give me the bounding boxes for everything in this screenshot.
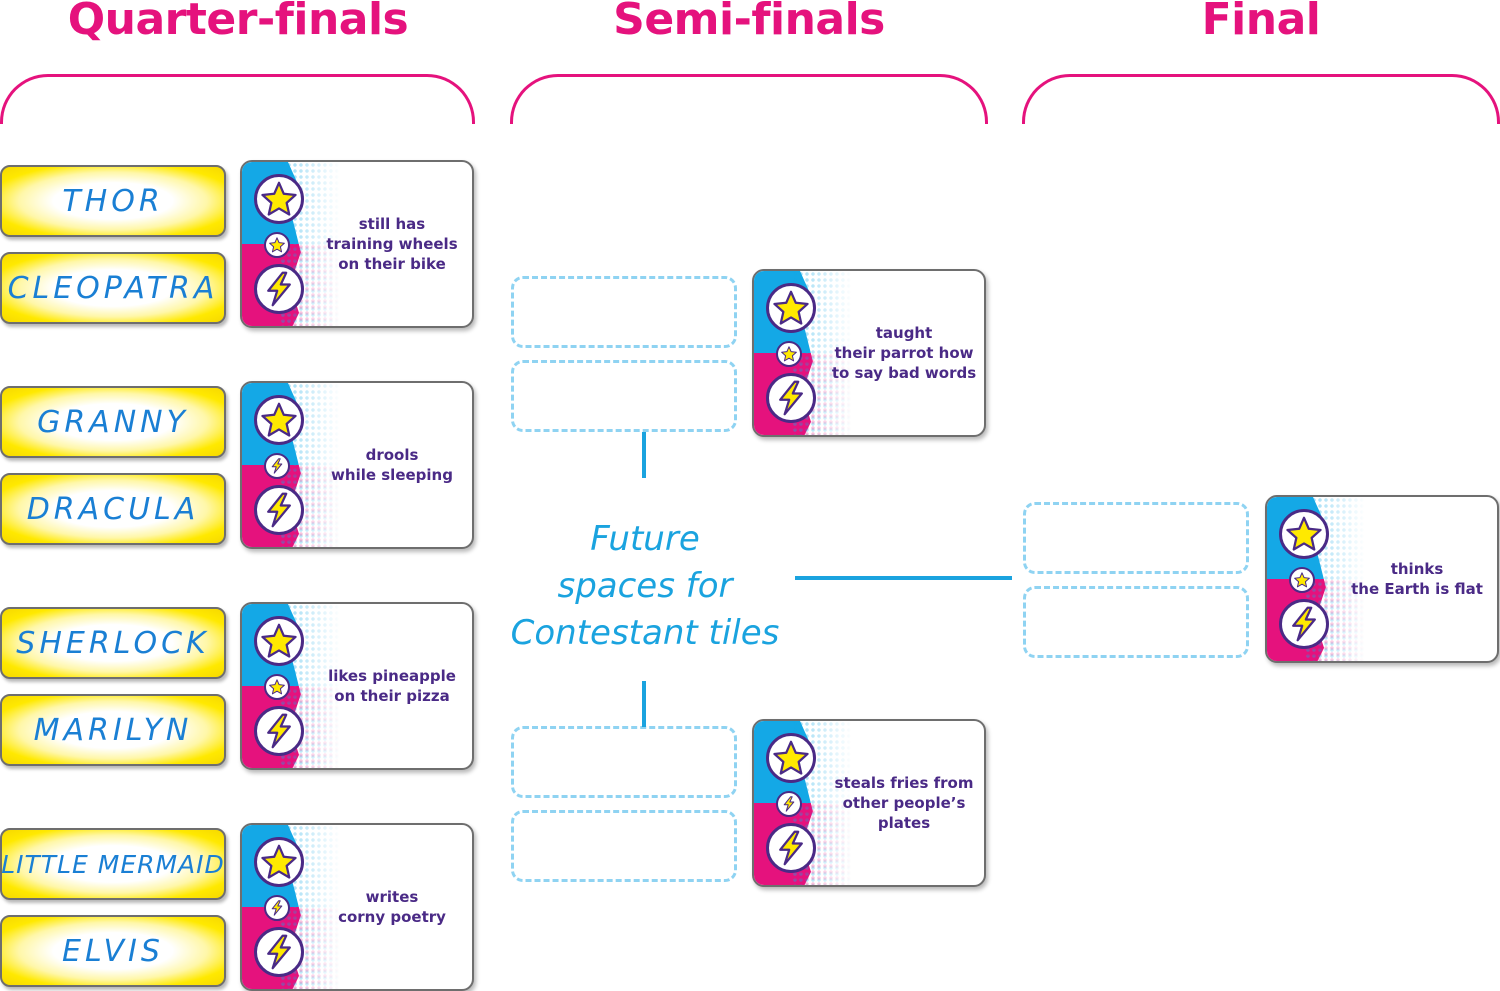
- contestant-tile-thor[interactable]: THOR: [0, 165, 226, 237]
- contestant-slot-semifinal-4[interactable]: [511, 810, 737, 882]
- trait-text: writes corny poetry: [338, 888, 446, 926]
- trait-text: thinks the Earth is flat: [1351, 560, 1483, 598]
- lightning-icon: [264, 895, 290, 921]
- trait-card-quarterfinal-1[interactable]: still has training wheels on their bike: [240, 160, 474, 328]
- heading-quarterfinals: Quarter-finals: [67, 0, 409, 45]
- contestant-name: CLEOPATRA: [7, 270, 219, 306]
- trait-card-semifinal-2[interactable]: steals fries from other people’s plates: [752, 719, 986, 887]
- future-spaces-label: Future spaces for Contestant tiles: [510, 519, 780, 653]
- heading-final: Final: [1201, 0, 1321, 45]
- contestant-slot-semifinal-2[interactable]: [511, 360, 737, 432]
- contestant-tile-sherlock[interactable]: SHERLOCK: [0, 607, 226, 679]
- bracket-final: [1022, 74, 1500, 124]
- contestant-slot-final-2[interactable]: [1023, 586, 1249, 658]
- contestant-name: DRACULA: [26, 491, 200, 527]
- lightning-icon: [776, 791, 802, 817]
- connector-line-final: [795, 576, 1012, 580]
- lightning-icon: [1279, 599, 1329, 649]
- contestant-slot-semifinal-1[interactable]: [511, 276, 737, 348]
- lightning-icon: [254, 706, 304, 756]
- trait-text: drools while sleeping: [331, 446, 453, 484]
- trait-text: taught their parrot how to say bad words: [831, 324, 977, 382]
- star-icon: [1279, 509, 1329, 559]
- star-icon: [254, 174, 304, 224]
- star-icon: [254, 616, 304, 666]
- contestant-name: SHERLOCK: [16, 625, 210, 661]
- star-icon: [254, 837, 304, 887]
- bracket-semifinals: [510, 74, 988, 124]
- trait-text: steals fries from other people’s plates: [834, 774, 974, 832]
- contestant-tile-dracula[interactable]: DRACULA: [0, 473, 226, 545]
- contestant-tile-marilyn[interactable]: MARILYN: [0, 694, 226, 766]
- contestant-name: THOR: [62, 183, 164, 219]
- star-icon: [254, 395, 304, 445]
- trait-card-quarterfinal-4[interactable]: writes corny poetry: [240, 823, 474, 991]
- star-icon: [776, 341, 802, 367]
- trait-card-quarterfinal-3[interactable]: likes pineapple on their pizza: [240, 602, 474, 770]
- lightning-icon: [264, 453, 290, 479]
- heading-semifinals: Semi-finals: [613, 0, 885, 45]
- star-icon: [766, 283, 816, 333]
- star-icon: [264, 674, 290, 700]
- bracket-quarterfinals: [0, 74, 475, 124]
- contestant-tile-little-mermaid[interactable]: LITTLE MERMAID: [0, 828, 226, 900]
- connector-line-upper: [642, 432, 646, 478]
- trait-card-final[interactable]: thinks the Earth is flat: [1265, 495, 1499, 663]
- lightning-icon: [254, 264, 304, 314]
- contestant-slot-final-1[interactable]: [1023, 502, 1249, 574]
- star-icon: [766, 733, 816, 783]
- star-icon: [1289, 567, 1315, 593]
- contestant-tile-granny[interactable]: GRANNY: [0, 386, 226, 458]
- star-icon: [264, 232, 290, 258]
- contestant-tile-cleopatra[interactable]: CLEOPATRA: [0, 252, 226, 324]
- contestant-name: ELVIS: [62, 933, 164, 969]
- contestant-tile-elvis[interactable]: ELVIS: [0, 915, 226, 987]
- contestant-name: GRANNY: [37, 404, 189, 440]
- lightning-icon: [766, 823, 816, 873]
- lightning-icon: [254, 927, 304, 977]
- trait-text: likes pineapple on their pizza: [328, 667, 456, 705]
- connector-line-lower: [642, 681, 646, 727]
- contestant-name: MARILYN: [33, 712, 193, 748]
- trait-card-quarterfinal-2[interactable]: drools while sleeping: [240, 381, 474, 549]
- trait-text: still has training wheels on their bike: [326, 215, 458, 273]
- contestant-slot-semifinal-3[interactable]: [511, 726, 737, 798]
- trait-card-semifinal-1[interactable]: taught their parrot how to say bad words: [752, 269, 986, 437]
- contestant-name: LITTLE MERMAID: [1, 849, 225, 879]
- lightning-icon: [766, 373, 816, 423]
- lightning-icon: [254, 485, 304, 535]
